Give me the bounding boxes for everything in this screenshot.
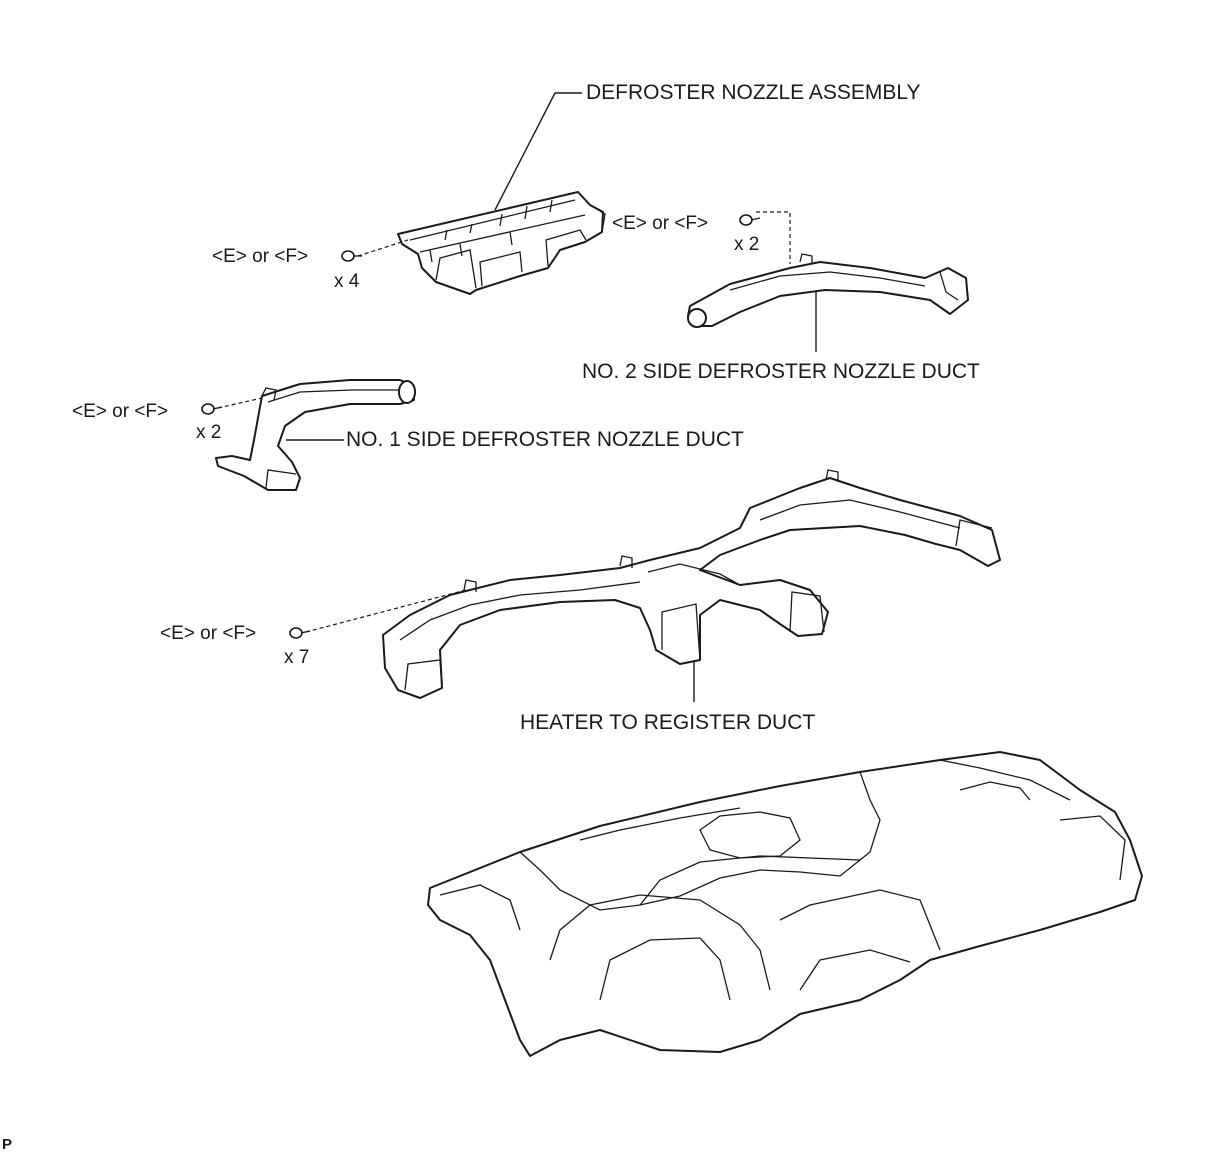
- fastener-line-no2: [756, 211, 791, 264]
- fastener-qty-no2: x 2: [734, 234, 760, 255]
- no1-side-defroster-nozzle-duct-part: [215, 379, 416, 491]
- fastener-line-defroster: [357, 239, 409, 257]
- fastener-line-no1: [217, 397, 263, 409]
- label-no2-side-defroster-nozzle-duct: NO. 2 SIDE DEFROSTER NOZZLE DUCT: [582, 360, 980, 383]
- defroster-nozzle-assembly-part: [397, 191, 606, 295]
- fastener-qty-no1: x 2: [196, 422, 222, 443]
- heater-to-register-duct-part: [382, 469, 1001, 699]
- corner-mark: P: [2, 1136, 13, 1153]
- fastener-type-heater: <E> or <F>: [160, 623, 257, 644]
- label-defroster-nozzle-assembly: DEFROSTER NOZZLE ASSEMBLY: [586, 81, 921, 104]
- clip-icon: [289, 627, 311, 639]
- fastener-type-defroster: <E> or <F>: [212, 246, 309, 267]
- no2-side-defroster-nozzle-duct-part: [687, 253, 969, 328]
- label-no1-side-defroster-nozzle-duct: NO. 1 SIDE DEFROSTER NOZZLE DUCT: [346, 428, 744, 451]
- clip-icon: [739, 214, 761, 226]
- clip-icon: [201, 403, 223, 415]
- label-heater-to-register-duct: HEATER TO REGISTER DUCT: [520, 711, 816, 734]
- fastener-qty-defroster: x 4: [334, 271, 360, 292]
- instrument-panel-part: [427, 751, 1143, 1057]
- fastener-qty-heater: x 7: [284, 647, 310, 668]
- leader-defroster-nozzle-assembly: [494, 92, 582, 211]
- fastener-type-no1: <E> or <F>: [72, 401, 169, 422]
- clip-icon: [341, 250, 362, 262]
- fastener-type-no2: <E> or <F>: [612, 213, 709, 234]
